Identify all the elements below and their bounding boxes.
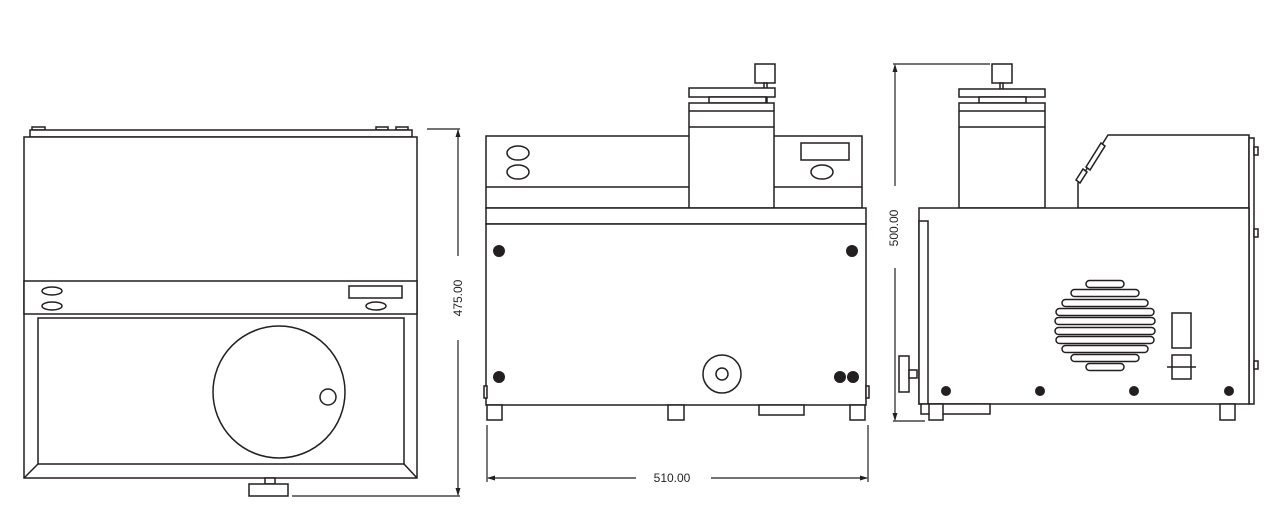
foot (849, 404, 866, 421)
bolt (493, 245, 505, 257)
grille-slat (1070, 288, 1140, 298)
top-lid-strip (29, 129, 413, 138)
bolt (1224, 386, 1234, 396)
dimension-label-height: 475.00 (451, 279, 465, 316)
front-view: 510.00 (483, 63, 870, 485)
inner-window (37, 317, 405, 465)
column (958, 102, 1046, 209)
foot-stem (264, 477, 276, 485)
central-column (688, 102, 775, 209)
foot (667, 404, 685, 421)
bolt (1035, 386, 1045, 396)
grille-slat (1055, 307, 1155, 317)
foot-base (248, 483, 289, 497)
foot (486, 404, 503, 421)
grille-slat (1054, 316, 1156, 326)
grille-slat (1061, 344, 1149, 354)
button-oval (365, 301, 387, 311)
hood-tab (1084, 141, 1107, 172)
grille-slat (1070, 353, 1140, 363)
display-window (800, 142, 850, 161)
bolt (846, 245, 858, 257)
port-inner-ring (715, 367, 729, 381)
vent-grille (1054, 279, 1156, 372)
hood-tab (1074, 167, 1089, 185)
bottom-plate (920, 403, 991, 415)
rail-knob (1253, 228, 1259, 238)
dimension-label-width: 510.00 (654, 471, 691, 485)
turntable-knob (319, 388, 337, 406)
switch-rect (1171, 312, 1192, 349)
bevel-line (403, 463, 418, 479)
bolt (493, 371, 505, 383)
foot (1219, 403, 1236, 421)
top-plate (958, 88, 1046, 98)
turntable-circle (212, 325, 346, 459)
bolt (1129, 386, 1139, 396)
grille-slat (1085, 362, 1125, 372)
band (485, 207, 867, 225)
button-oval (41, 301, 63, 311)
top-plate (688, 87, 776, 98)
port-outer-ring (702, 354, 742, 394)
side-tab (865, 385, 870, 399)
handwheel-stem (908, 369, 918, 379)
side-handwheel (898, 355, 910, 393)
rail-knob (1253, 146, 1259, 156)
top-knob (991, 63, 1013, 84)
side-tab (483, 385, 488, 399)
dimension-label-height: 500.00 (887, 209, 901, 246)
button-oval (41, 286, 63, 296)
bolt (941, 386, 951, 396)
button-oval (506, 145, 530, 161)
side-door (918, 220, 929, 405)
side-view: 500.00 (887, 63, 1259, 422)
foot (928, 403, 944, 421)
sub-plate (708, 96, 767, 104)
rail-knob (1253, 360, 1259, 370)
grille-slat (1054, 326, 1156, 336)
grille-slat (1061, 298, 1149, 308)
top-view: 475.00 (23, 126, 465, 497)
button-oval (506, 164, 530, 180)
top-knob (754, 63, 776, 84)
sub-plate (978, 96, 1027, 104)
bevel-line (23, 463, 39, 479)
front-body (485, 223, 867, 406)
bolt (834, 371, 846, 383)
grille-slat (1085, 279, 1125, 289)
grille-slat (1055, 335, 1155, 345)
upper-panel (485, 135, 863, 209)
button-oval (810, 164, 834, 180)
bottom-plate (758, 404, 805, 416)
display-window (348, 285, 403, 299)
bolt (847, 371, 859, 383)
